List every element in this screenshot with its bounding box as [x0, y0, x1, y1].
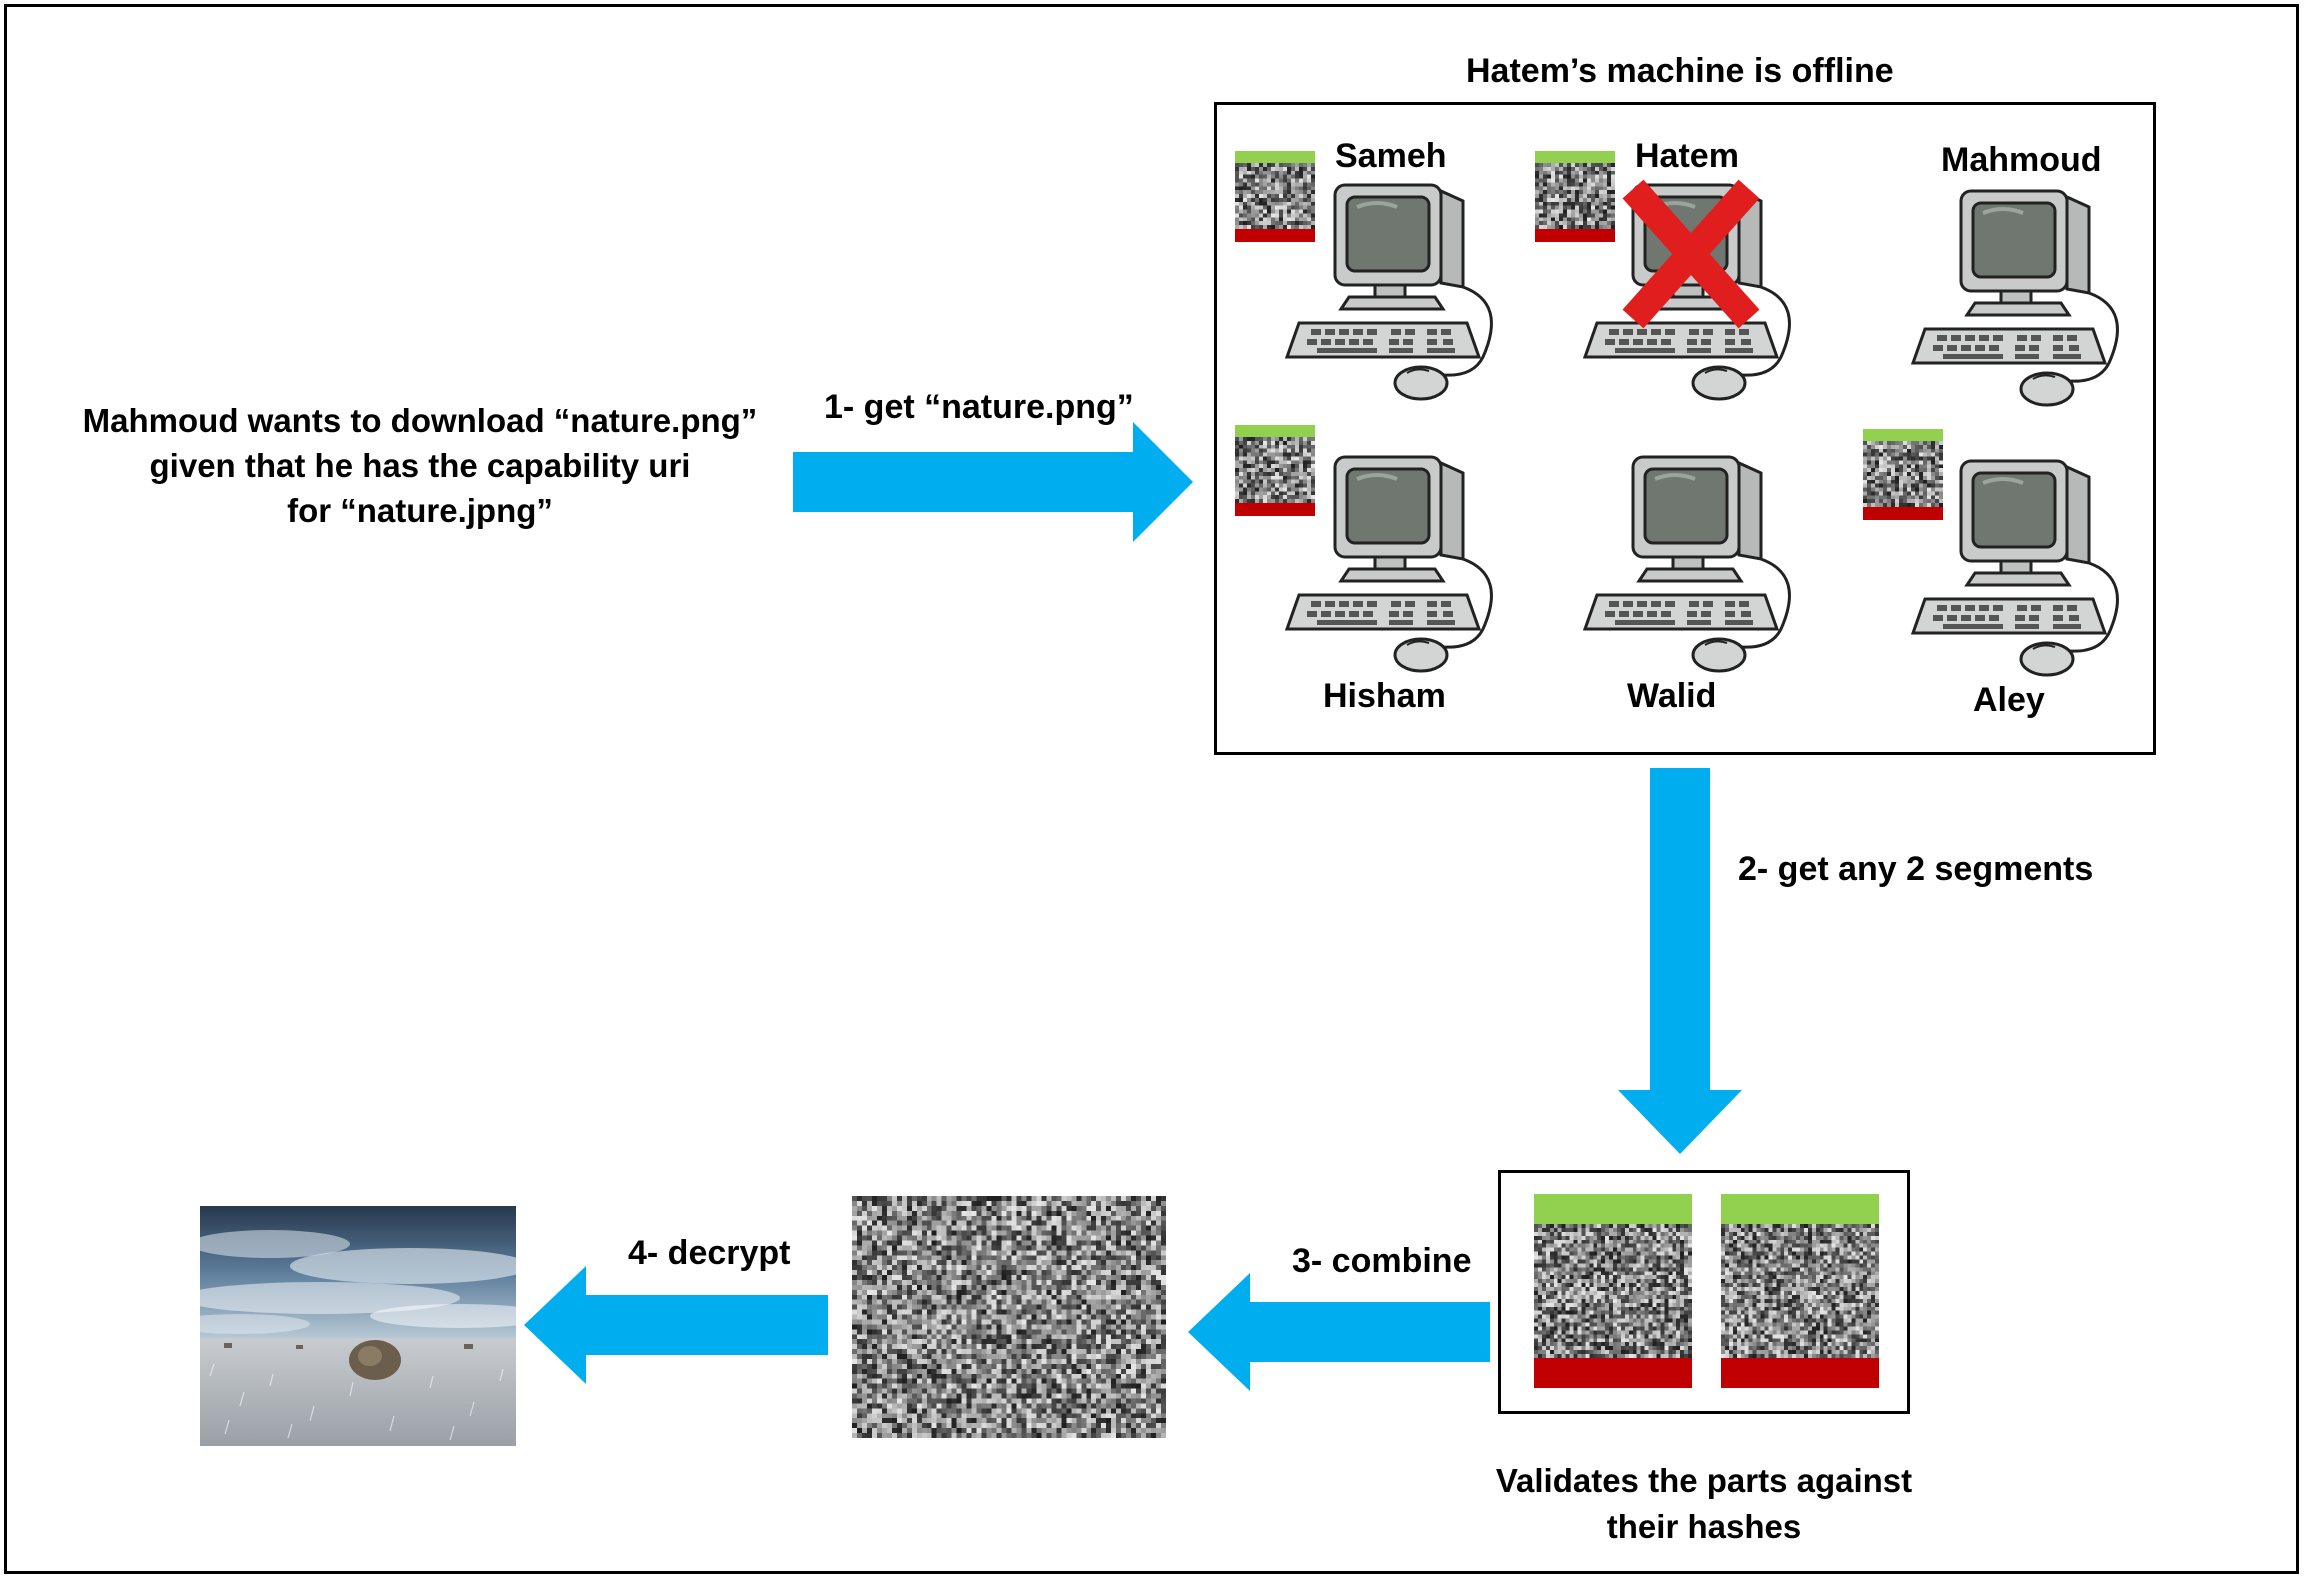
step-3-label: 3- combine	[1292, 1242, 1472, 1280]
validation-caption: Validates the parts against their hashes	[1444, 1458, 1964, 1550]
machine-label-walid: Walid	[1627, 677, 1717, 715]
diagram-frame	[4, 4, 2299, 1574]
arrow-left-step-4	[524, 1266, 828, 1384]
segment-part-1	[1534, 1194, 1692, 1388]
intro-line-1: Mahmoud wants to download “nature.png”	[82, 402, 758, 439]
computer-icon-aley	[1903, 455, 2143, 685]
intro-text: Mahmoud wants to download “nature.png” g…	[60, 398, 780, 533]
computer-icon-mahmoud	[1903, 185, 2143, 415]
machine-label-hatem: Hatem	[1635, 137, 1739, 175]
computer-icon-sameh	[1277, 179, 1517, 409]
machine-label-sameh: Sameh	[1335, 137, 1447, 175]
combined-encrypted-image	[852, 1196, 1166, 1438]
step-4-label: 4- decrypt	[628, 1234, 791, 1272]
segment-part-2	[1721, 1194, 1879, 1388]
machine-label-aley: Aley	[1973, 681, 2045, 719]
validation-caption-line-2: their hashes	[1606, 1508, 1802, 1545]
machine-label-hisham: Hisham	[1323, 677, 1446, 715]
segment-chip-sameh	[1235, 151, 1315, 242]
nature-photo	[200, 1206, 516, 1446]
segment-chip-hisham	[1235, 425, 1315, 516]
validation-caption-line-1: Validates the parts against	[1495, 1462, 1913, 1499]
red-x-icon	[1622, 179, 1760, 329]
machine-label-mahmoud: Mahmoud	[1941, 141, 2102, 179]
step-1-label: 1- get “nature.png”	[824, 388, 1134, 426]
computer-icon-hisham	[1277, 451, 1517, 681]
arrow-left-step-3	[1188, 1273, 1490, 1391]
network-box: Sameh Hatem Mahmoud Hisham Walid Aley	[1214, 102, 2156, 755]
computer-icon-walid	[1575, 451, 1815, 681]
validation-box	[1498, 1170, 1910, 1414]
segment-chip-hatem	[1535, 151, 1615, 242]
arrow-down-step-2	[1618, 768, 1742, 1154]
intro-line-2: given that he has the capability uri	[149, 447, 691, 484]
step-2-label: 2- get any 2 segments	[1738, 850, 2094, 888]
segment-chip-aley	[1863, 429, 1943, 520]
network-title: Hatem’s machine is offline	[1466, 52, 1894, 90]
arrow-right-step-1	[793, 422, 1193, 542]
intro-line-3: for “nature.jpng”	[287, 492, 553, 529]
